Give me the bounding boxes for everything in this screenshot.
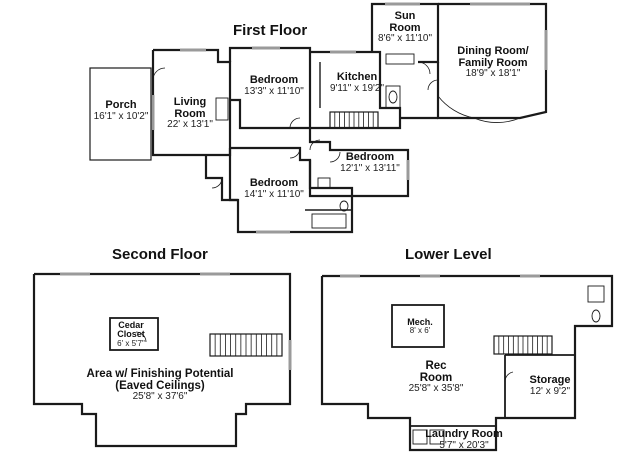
- bedroom-top-name: Bedroom: [249, 74, 299, 86]
- cedar-closet-dims: 6' x 5'7": [117, 338, 145, 348]
- rec-room-dims: 25'8" x 35'8": [408, 383, 464, 395]
- lower-level-walls: [320, 274, 614, 452]
- finishing-area-dims: 25'8" x 37'6": [132, 391, 188, 403]
- porch-label: Porch 16'1" x 10'2": [93, 99, 149, 122]
- dining-room-name-2: Family Room: [458, 56, 528, 69]
- cedar-closet-label: Cedar Closet 6' x 5'7": [117, 320, 145, 348]
- kitchen-name: Kitchen: [336, 71, 378, 83]
- rec-room-name-2: Room: [419, 372, 453, 385]
- stairs-group: [209, 111, 553, 357]
- second-floor-walls: [32, 272, 292, 448]
- first-floor-title: First Floor: [233, 22, 308, 39]
- bedroom-right-name: Bedroom: [345, 151, 395, 163]
- storage-name: Storage: [529, 374, 571, 386]
- bedroom-bottom-label: Bedroom 14'1" x 11'10": [244, 177, 304, 200]
- laundry-room-label: Laundry Room 5'7" x 20'3": [425, 428, 503, 451]
- second-floor-title: Second Floor: [112, 246, 208, 263]
- dining-room-name-1: Dining Room/: [457, 45, 529, 57]
- door-swings: [135, 61, 521, 383]
- windows: [60, 2, 548, 370]
- bedroom-right-label: Bedroom 12'1" x 13'11": [340, 151, 400, 174]
- entry-walls: [204, 155, 238, 202]
- mech-room-dims: 8' x 6': [409, 326, 431, 336]
- lower-level-title: Lower Level: [405, 246, 492, 263]
- bedroom-bottom-name: Bedroom: [249, 177, 299, 189]
- storage-label: Storage 12' x 9'2": [529, 374, 571, 397]
- cedar-closet-name-2: Closet: [117, 329, 145, 340]
- sun-room-label: Sun Room 8'6" x 11'10": [377, 10, 433, 45]
- mech-room-label: Mech. 8' x 6': [407, 317, 433, 336]
- living-room-name-2: Room: [174, 107, 206, 120]
- finishing-area-name-1: Area w/ Finishing Potential: [86, 368, 234, 380]
- kitchen-dims: 9'11" x 19'2": [329, 82, 385, 94]
- storage-dims: 12' x 9'2": [529, 385, 571, 397]
- sun-room-name-2: Room: [389, 21, 421, 34]
- dining-room-dims: 18'9" x 18'1": [465, 68, 521, 80]
- mech-room-outline: [391, 304, 445, 348]
- mech-room-name: Mech.: [407, 317, 433, 327]
- living-room-label: Living Room 22' x 13'1": [167, 96, 213, 131]
- cedar-closet-name-1: Cedar: [118, 320, 144, 330]
- kitchen-label: Kitchen 9'11" x 19'2": [329, 71, 385, 94]
- sun-room-dims: 8'6" x 11'10": [377, 33, 433, 45]
- dining-room-label: Dining Room/ Family Room 18'9" x 18'1": [457, 45, 529, 80]
- finishing-area-name-2: (Eaved Ceilings): [115, 380, 205, 393]
- finishing-area-label: Area w/ Finishing Potential (Eaved Ceili…: [87, 368, 234, 403]
- cedar-closet-outline: [109, 317, 159, 351]
- living-room-name-1: Living: [173, 96, 207, 108]
- porch-outline: [89, 67, 152, 161]
- bedroom-top-label: Bedroom 13'3" x 11'10": [244, 74, 304, 97]
- bedroom-bottom-dims: 14'1" x 11'10": [244, 188, 304, 200]
- rec-room-label: Rec Room 25'8" x 35'8": [409, 360, 464, 395]
- porch-name: Porch: [105, 99, 137, 111]
- living-room-dims: 22' x 13'1": [167, 119, 213, 131]
- sun-room-name-1: Sun: [394, 10, 416, 22]
- porch-dims: 16'1" x 10'2": [93, 110, 149, 122]
- laundry-room-dims: 5'7" x 20'3": [439, 439, 489, 451]
- fixtures: [215, 53, 605, 445]
- bedroom-top-dims: 13'3" x 11'10": [244, 85, 304, 97]
- laundry-room-name: Laundry Room: [425, 428, 503, 440]
- bedroom-right-dims: 12'1" x 13'11": [340, 162, 400, 174]
- rec-room-name-1: Rec: [425, 360, 447, 372]
